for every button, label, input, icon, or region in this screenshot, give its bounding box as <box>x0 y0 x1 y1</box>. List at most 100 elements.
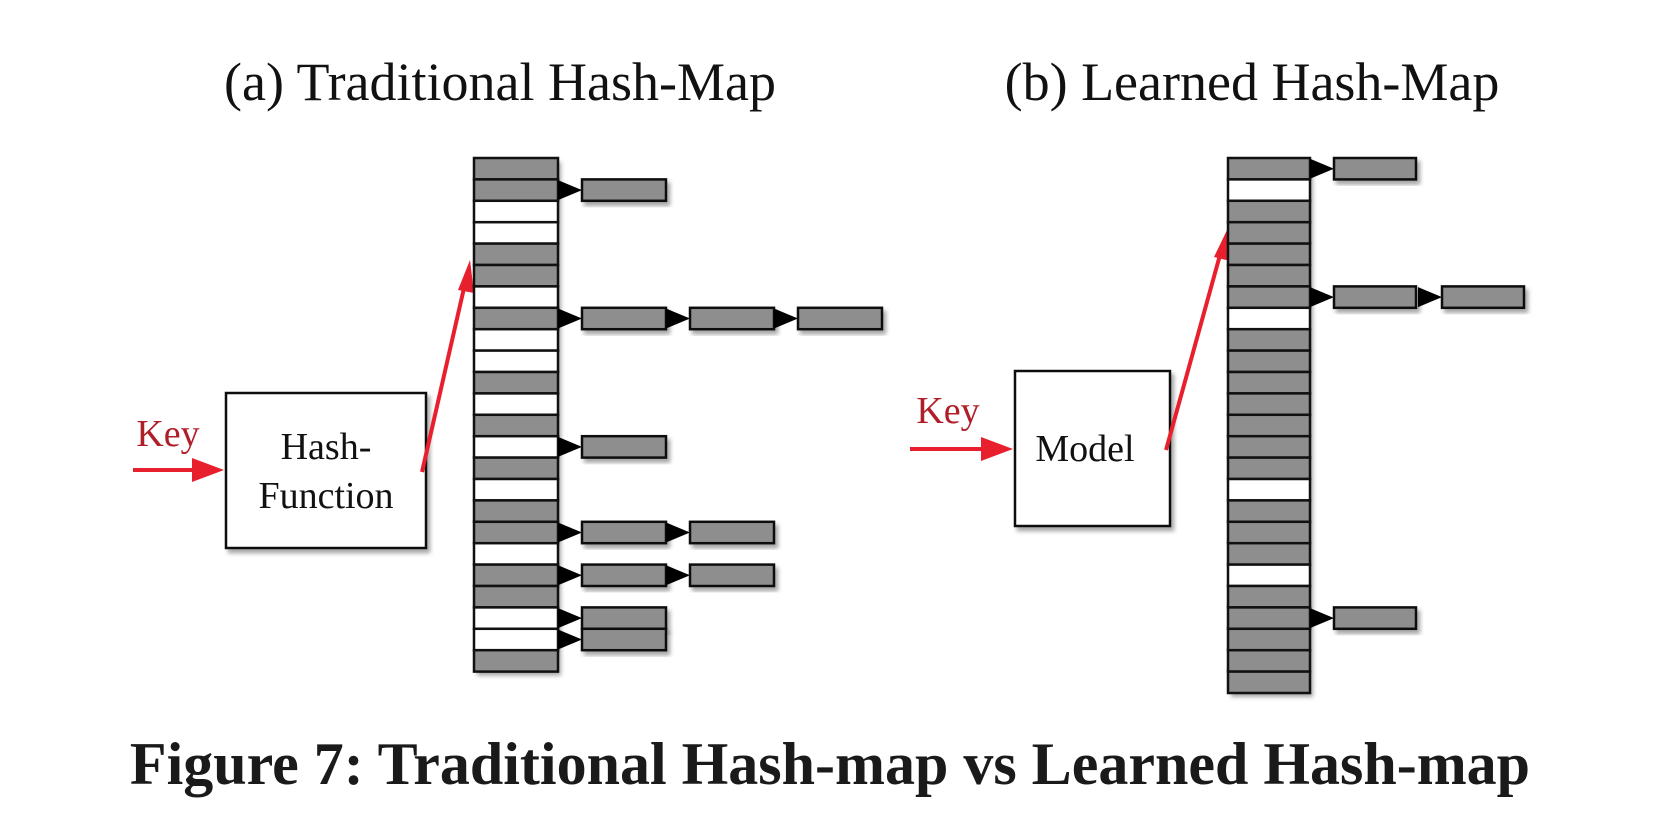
learned-bucket-slot <box>1226 499 1312 524</box>
learned-key-group: Key <box>910 390 1013 461</box>
traditional-bucket-slot <box>472 263 560 288</box>
traditional-bucket-slot <box>472 563 560 588</box>
learned-chain <box>1310 156 1418 181</box>
learned-bucket-slot <box>1226 670 1312 695</box>
traditional-chain-node <box>580 627 668 652</box>
learned-bucket-slot <box>1226 563 1312 588</box>
traditional-chain-pointer <box>558 565 582 586</box>
traditional-bucket-slot <box>472 520 560 545</box>
traditional-chain <box>558 520 776 545</box>
traditional-chain <box>558 306 884 331</box>
learned-bucket-slot <box>1226 456 1312 481</box>
traditional-bucket-slot <box>472 584 560 609</box>
model-box: Model <box>1013 369 1172 528</box>
hash-function-label-line-1: Hash- <box>281 426 372 468</box>
traditional-bucket-slot <box>472 156 560 181</box>
traditional-chain-pointer <box>558 629 582 650</box>
traditional-hash-arrow <box>420 260 474 473</box>
learned-bucket-slot <box>1226 327 1312 352</box>
traditional-key-group: Key <box>133 413 224 482</box>
traditional-bucket-slot <box>472 606 560 631</box>
learned-chain-node <box>1440 285 1526 310</box>
learned-chain-node <box>1332 156 1418 181</box>
learned-bucket-slot <box>1226 520 1312 545</box>
learned-bucket-slot <box>1226 220 1312 245</box>
traditional-chain-node <box>688 306 776 331</box>
learned-panel: (b) Learned Hash-Map Key Model <box>910 52 1526 695</box>
hash-function-label-line-2: Function <box>258 475 393 517</box>
traditional-bucket-slot <box>472 370 560 395</box>
learned-bucket-slot <box>1226 349 1312 374</box>
learned-chains <box>1310 156 1526 631</box>
traditional-bucket-slot <box>472 242 560 267</box>
traditional-chain <box>558 563 776 588</box>
learned-bucket-slot <box>1226 263 1312 288</box>
traditional-bucket-slot <box>472 413 560 438</box>
learned-bucket-array <box>1226 156 1312 695</box>
learned-chain-node <box>1332 606 1418 631</box>
learned-key-arrow-head <box>981 437 1013 461</box>
traditional-chain-pointer <box>666 522 690 543</box>
traditional-chain-node <box>580 434 668 459</box>
traditional-chain <box>558 606 668 631</box>
traditional-chain-pointer <box>558 608 582 629</box>
learned-bucket-slot <box>1226 370 1312 395</box>
traditional-bucket-slot <box>472 220 560 245</box>
traditional-bucket-slot <box>472 456 560 481</box>
learned-bucket-slot <box>1226 199 1312 224</box>
traditional-chain-node <box>688 563 776 588</box>
traditional-chain-node <box>580 563 668 588</box>
learned-bucket-slot <box>1226 606 1312 631</box>
learned-bucket-slot <box>1226 178 1312 203</box>
traditional-bucket-slot <box>472 349 560 374</box>
traditional-chain-pointer <box>558 436 582 457</box>
learned-model-arrow-shaft <box>1164 254 1222 451</box>
traditional-bucket-slot <box>472 285 560 310</box>
traditional-hash-arrow-shaft <box>420 287 466 473</box>
traditional-bucket-slot <box>472 477 560 502</box>
learned-chain <box>1310 606 1418 631</box>
traditional-bucket-slot <box>472 648 560 673</box>
hash-function-box: Hash- Function <box>224 391 428 550</box>
learned-chain-pointer <box>1310 287 1334 308</box>
traditional-hash-arrow-head <box>458 260 474 293</box>
traditional-bucket-array <box>472 156 560 673</box>
learned-bucket-slot <box>1226 156 1312 181</box>
learned-model-arrow <box>1164 228 1230 451</box>
traditional-bucket-slot <box>472 327 560 352</box>
traditional-chain-pointer <box>666 308 690 329</box>
traditional-chain-pointer <box>666 565 690 586</box>
traditional-chain-node <box>688 520 776 545</box>
learned-model-arrow-head <box>1214 228 1230 261</box>
traditional-chain-pointer <box>558 180 582 201</box>
traditional-chain <box>558 434 668 459</box>
traditional-chain-pointer <box>558 308 582 329</box>
learned-chain-pointer <box>1310 158 1334 179</box>
traditional-bucket-slot <box>472 306 560 331</box>
learned-bucket-slot <box>1226 285 1312 310</box>
learned-bucket-slot <box>1226 627 1312 652</box>
figure-caption: Figure 7: Traditional Hash-map vs Learne… <box>129 731 1531 797</box>
learned-title: (b) Learned Hash-Map <box>1005 52 1500 112</box>
traditional-panel: (a) Traditional Hash-Map Key Hash- Funct… <box>133 52 884 673</box>
traditional-bucket-slot <box>472 499 560 524</box>
traditional-chain <box>558 627 668 652</box>
model-label: Model <box>1035 428 1134 470</box>
learned-bucket-slot <box>1226 584 1312 609</box>
traditional-chain-node <box>580 606 668 631</box>
traditional-chain <box>558 178 668 203</box>
learned-bucket-slot <box>1226 392 1312 417</box>
learned-bucket-slot <box>1226 648 1312 673</box>
traditional-bucket-slot <box>472 199 560 224</box>
learned-chain-node <box>1332 285 1418 310</box>
traditional-title: (a) Traditional Hash-Map <box>224 52 776 112</box>
learned-bucket-slot <box>1226 306 1312 331</box>
learned-key-label: Key <box>916 390 979 432</box>
learned-chain-pointer <box>1418 287 1442 308</box>
traditional-chain-node <box>580 306 668 331</box>
traditional-chain-node <box>796 306 884 331</box>
traditional-bucket-slot <box>472 434 560 459</box>
traditional-bucket-slot <box>472 392 560 417</box>
traditional-chain-node <box>580 520 668 545</box>
